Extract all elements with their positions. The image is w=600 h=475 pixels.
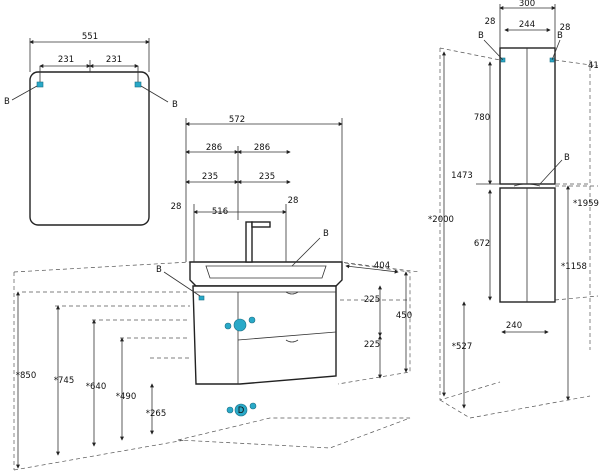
height-490-label: *490 xyxy=(116,392,136,402)
vanity-offset-left-label: 235 xyxy=(202,172,218,182)
column-total-height-label: *2000 xyxy=(428,215,454,225)
vanity-depth-label: 404 xyxy=(374,261,390,271)
drain-label: D xyxy=(238,406,245,416)
column-mount-tl-label: B xyxy=(478,31,484,41)
drain-connection-marker xyxy=(234,403,248,417)
mirror-half-left-label: 231 xyxy=(58,55,74,65)
drawer-bottom-height-label: 225 xyxy=(364,340,380,350)
vanity-mount-basin-label: B xyxy=(323,229,329,239)
mirror-mount-right-marker xyxy=(134,81,142,88)
vanity-width-label: 572 xyxy=(229,115,245,125)
water-connection-marker xyxy=(233,318,247,332)
height-640-label: *640 xyxy=(86,382,106,392)
column-group: 300 244 28 28 B B B 41 780 1473 672 *200… xyxy=(428,0,599,419)
column-lower-section-label: 672 xyxy=(474,239,490,249)
vanity-height-label: 450 xyxy=(396,311,412,321)
column-depth-label: 240 xyxy=(506,321,522,331)
column-edge-right-label: 28 xyxy=(560,23,571,33)
mirror-mount-left-marker xyxy=(36,81,44,88)
column-base-label: *527 xyxy=(452,342,472,352)
vanity-mount-cabinet-label: B xyxy=(156,265,162,275)
vanity-inner-width-label: 516 xyxy=(212,207,228,217)
column-middle-section-label: 1473 xyxy=(451,171,473,181)
floor-outline xyxy=(177,417,411,449)
drawer-top-height-label: 225 xyxy=(364,295,380,305)
faucet xyxy=(245,221,253,263)
column-upper-cabinet xyxy=(499,47,556,185)
column-inner-label: 244 xyxy=(519,20,535,30)
vanity-half-left-label: 286 xyxy=(206,143,222,153)
column-height-1959-label: *1959 xyxy=(573,199,599,209)
vanity-offset-right-label: 235 xyxy=(259,172,275,182)
vanity-edge-right-label: 28 xyxy=(288,196,299,206)
mirror-half-right-label: 231 xyxy=(106,55,122,65)
mirror-group: 551 231 231 B B xyxy=(4,32,178,226)
column-edge-left-label: 28 xyxy=(485,17,496,27)
column-mount-tr-label: B xyxy=(557,31,563,41)
column-width-label: 300 xyxy=(519,0,535,9)
vanity-half-right-label: 286 xyxy=(254,143,270,153)
column-depth-top-label: 41 xyxy=(588,61,599,71)
column-lower-cabinet xyxy=(499,187,556,303)
vanity-edge-left-label: 28 xyxy=(171,202,182,212)
height-850-label: *850 xyxy=(16,371,36,381)
column-height-1158-label: *1158 xyxy=(561,262,587,272)
cabinet-body xyxy=(192,285,337,385)
height-265-label: *265 xyxy=(146,409,166,419)
drawer-divider xyxy=(237,331,337,341)
column-mount-mid-label: B xyxy=(564,153,570,163)
mirror-outline xyxy=(29,71,150,226)
mirror-mount-left-label: B xyxy=(4,97,10,107)
column-top-section-label: 780 xyxy=(474,113,490,123)
height-745-label: *745 xyxy=(54,376,74,386)
mirror-mount-right-label: B xyxy=(172,100,178,110)
mirror-width-label: 551 xyxy=(82,32,98,42)
vanity-group: D 572 286 286 235 235 516 28 28 B B 40 xyxy=(13,115,421,471)
